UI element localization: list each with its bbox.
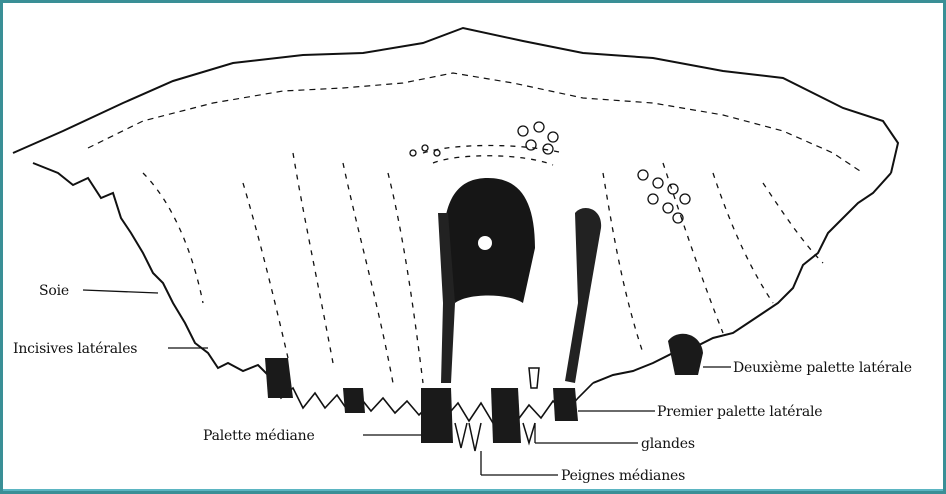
arch-spot [478,236,492,250]
drawing: Soie Incisives latérales Deuxième palett… [3,3,943,491]
label-incisives: Incisives latérales [13,341,137,357]
inner-outline [88,73,863,173]
label-glandes: glandes [641,436,695,452]
right-stripe [565,208,601,383]
gland-marker [529,368,539,388]
label-premier: Premier palette latérale [657,404,822,420]
label-palette-mediane: Palette médiane [203,428,315,444]
label-deuxieme: Deuxième palette latérale [733,360,912,376]
outer-outline [13,28,898,173]
leader-lines [83,290,731,475]
right-edge [593,173,891,383]
label-peignes: Peignes médianes [561,468,685,484]
label-soie: Soie [39,283,69,299]
